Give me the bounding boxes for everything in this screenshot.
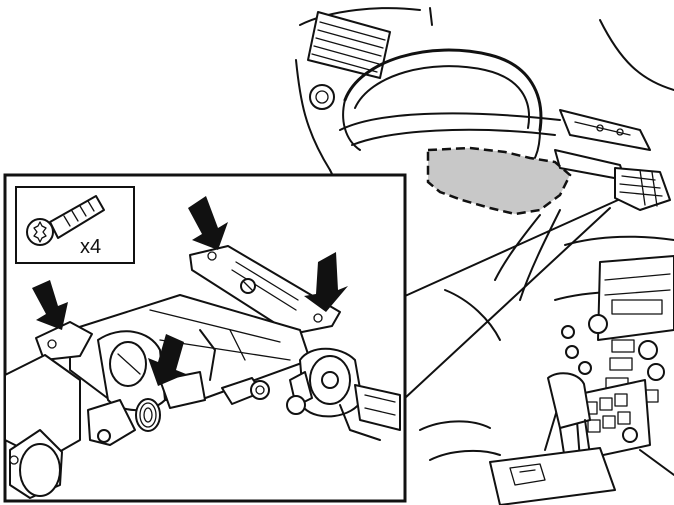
center-console: [544, 235, 674, 476]
steering-wheel: [339, 48, 561, 176]
air-vent: [307, 11, 391, 79]
zoom-line-upper: [404, 199, 619, 297]
steering-column-location-highlight: [426, 146, 572, 216]
steering-column-assembly: [4, 245, 401, 499]
adjuster-clamp-bolt: [221, 377, 270, 405]
audio-knob: [588, 314, 608, 334]
tension-spring: [135, 398, 161, 432]
torx-bolt-icon: [26, 195, 105, 246]
arrow-lower-center: [148, 334, 186, 386]
indicator-arrows: [32, 196, 348, 386]
bolt-hole-upper-left: [207, 251, 217, 261]
universal-joint: [286, 347, 401, 441]
fastener-quantity-label: x4: [80, 236, 101, 258]
detail-inset: x4: [3, 173, 407, 503]
bolt-hole-upper-right: [313, 313, 323, 323]
zoom-line-lower: [404, 207, 611, 399]
bolt-hole-left: [47, 339, 57, 349]
arrow-top-right-mount: [304, 252, 348, 312]
connector-cluster: [614, 167, 671, 211]
climate-knob: [638, 340, 658, 360]
arrow-top-left-mount: [188, 196, 228, 250]
fastener-callout: x4: [15, 186, 135, 264]
column-upper-end: [4, 354, 81, 461]
gear-shifter: [489, 372, 616, 505]
dashboard-overview: [295, 7, 674, 505]
light-switch: [309, 84, 335, 110]
arrow-left-bracket: [32, 280, 68, 330]
